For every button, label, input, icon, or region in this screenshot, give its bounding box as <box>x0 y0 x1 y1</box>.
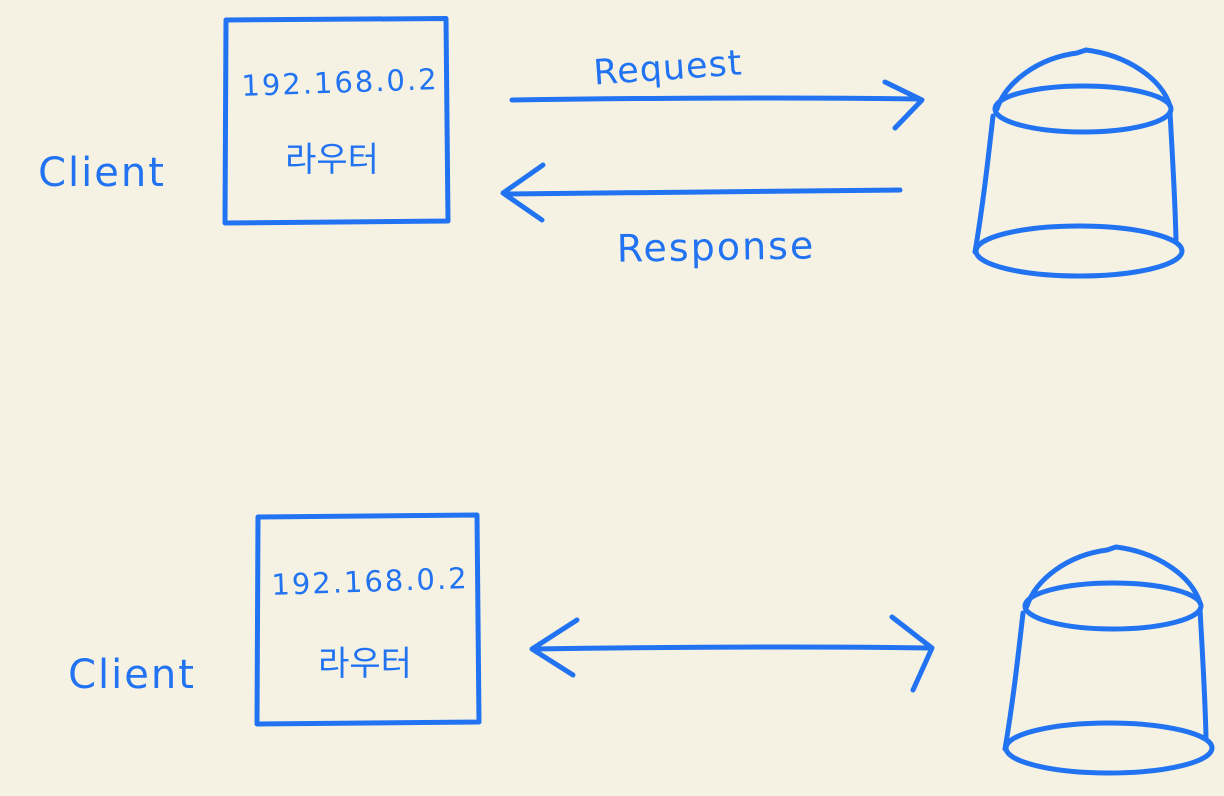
client-label-top: Client <box>38 150 166 196</box>
response-arrow-line <box>503 187 903 197</box>
database-cylinder-icon-top <box>972 47 1185 279</box>
bidirectional-arrow-line <box>531 644 931 652</box>
database-cylinder-icon-bottom <box>1005 547 1212 773</box>
router-name-bottom: 라우터 <box>318 644 412 684</box>
request-arrow <box>509 79 925 131</box>
response-label: Response <box>616 223 816 271</box>
router-box-top <box>222 16 451 226</box>
request-arrow-line <box>509 95 921 103</box>
bidirectional-arrow <box>529 614 935 693</box>
arrowhead-right-icon <box>889 614 935 693</box>
arrowhead-left-icon <box>529 617 580 678</box>
response-arrowhead-left-icon <box>500 162 546 223</box>
client-label-bottom: Client <box>68 652 196 698</box>
router-box-bottom <box>254 512 482 727</box>
router-ip-top: 192.168.0.2 <box>240 62 440 103</box>
router-ip-bottom: 192.168.0.2 <box>270 561 470 602</box>
router-name-top: 라우터 <box>285 140 379 180</box>
response-arrow <box>500 162 903 223</box>
request-arrowhead-right-icon <box>882 79 925 131</box>
